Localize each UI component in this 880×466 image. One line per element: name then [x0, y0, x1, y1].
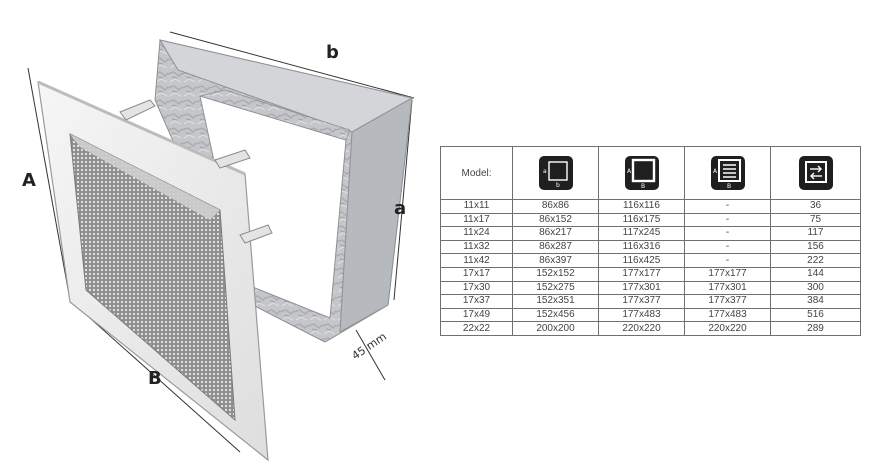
airflow-cell: 384: [770, 294, 861, 309]
inner-size-cell: 86x397: [512, 253, 599, 268]
grille-size-cell: -: [684, 226, 771, 241]
outer-size-cell: 116x175: [598, 212, 685, 228]
model-cell: 11x11: [440, 199, 513, 214]
inner-size-cell: 86x217: [512, 226, 599, 241]
inner-size-cell: 200x200: [512, 321, 599, 336]
grille-size-cell: -: [684, 253, 771, 268]
model-header: Model:: [440, 146, 513, 200]
model-cell: 22x22: [440, 321, 513, 336]
outer-size-cell: 177x377: [598, 294, 685, 309]
inner-size-cell: 152x351: [512, 294, 599, 309]
inner-size-cell: 152x275: [512, 280, 599, 296]
icon-letter-B: B: [727, 183, 731, 190]
table-header-row: Model: a b A B: [440, 146, 861, 200]
grille-size-cell: 220x220: [684, 321, 771, 336]
airflow-cell: 117: [770, 226, 861, 241]
grille-size-cell: 177x301: [684, 280, 771, 296]
grille-size-cell: 177x177: [684, 266, 771, 282]
outer-size-cell: 116x316: [598, 239, 685, 255]
airflow-cell: 144: [770, 266, 861, 282]
label-b: b: [326, 42, 339, 63]
vent-grille-drawing: A B b a 45 mm: [22, 31, 415, 462]
grille-size-cell: -: [684, 199, 771, 214]
outer-size-cell: 117x245: [598, 226, 685, 241]
model-cell: 17x30: [440, 280, 513, 296]
icon-letter-a: a: [543, 168, 547, 175]
label-A: A: [22, 170, 36, 191]
outer-size-cell: 116x116: [598, 199, 685, 214]
outer-size-cell: 116x425: [598, 253, 685, 268]
icon-letter-b: b: [556, 182, 560, 189]
grille-size-cell: 177x483: [684, 307, 771, 323]
front-frame: [37, 80, 269, 462]
model-cell: 17x49: [440, 307, 513, 323]
frame-outer-AB-icon: A B: [624, 156, 659, 190]
airflow-cell: 156: [770, 239, 861, 255]
airflow-cell: 289: [770, 321, 861, 336]
model-cell: 11x17: [440, 212, 513, 228]
airflow-cell: 75: [770, 212, 861, 228]
outer-size-cell: 220x220: [598, 321, 685, 336]
depth-label: 45 mm: [349, 330, 389, 363]
airflow-cell: 36: [770, 199, 861, 214]
grille-size-cell: -: [684, 239, 771, 255]
airflow-area-icon: [798, 156, 833, 190]
model-cell: 17x37: [440, 294, 513, 309]
icon-letter-A: A: [627, 168, 632, 175]
airflow-cell: 516: [770, 307, 861, 323]
label-a: a: [394, 198, 406, 219]
frame-inner-ab-icon: a b: [538, 156, 573, 190]
inner-size-cell: 86x152: [512, 212, 599, 228]
model-cell: 11x42: [440, 253, 513, 268]
mounting-clips: [119, 99, 273, 244]
icon-letter-A: A: [713, 168, 718, 175]
inner-size-cell: 152x152: [512, 266, 599, 282]
model-cell: 11x24: [440, 226, 513, 241]
model-cell: 11x32: [440, 239, 513, 255]
airflow-cell: 222: [770, 253, 861, 268]
airflow-cell: 300: [770, 280, 861, 296]
grille-size-cell: -: [684, 212, 771, 228]
model-cell: 17x17: [440, 266, 513, 282]
dimension-lines: [27, 31, 415, 453]
icon-letter-B: B: [641, 183, 645, 190]
outer-size-cell: 177x483: [598, 307, 685, 323]
outer-size-cell: 177x301: [598, 280, 685, 296]
inner-size-cell: 86x287: [512, 239, 599, 255]
inner-size-cell: 152x456: [512, 307, 599, 323]
outer-size-cell: 177x177: [598, 266, 685, 282]
grille-size-cell: 177x377: [684, 294, 771, 309]
label-B: B: [148, 368, 162, 389]
inner-size-cell: 86x86: [512, 199, 599, 214]
grille-AB-icon: A B: [710, 156, 745, 190]
specification-table: Model: a b A B: [440, 146, 861, 336]
